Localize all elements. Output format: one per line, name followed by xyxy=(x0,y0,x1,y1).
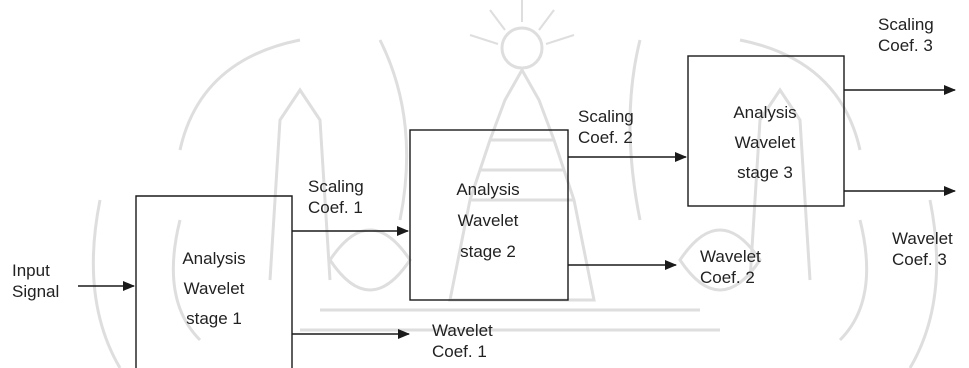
scaling2-line1: Scaling xyxy=(578,107,634,126)
scaling3-line1: Scaling xyxy=(878,15,934,34)
scaling3-line2: Coef. 3 xyxy=(878,36,933,55)
input-label-line1: Input xyxy=(12,261,50,280)
stage3-line3: stage 3 xyxy=(737,163,793,182)
stage3-line1: Analysis xyxy=(733,103,797,122)
wavelet2-line2: Coef. 2 xyxy=(700,268,755,287)
stage1-line3: stage 1 xyxy=(186,309,242,328)
stage1-line1: Analysis xyxy=(182,249,246,268)
wavelet1-line2: Coef. 1 xyxy=(432,342,487,361)
scaling1-line2: Coef. 1 xyxy=(308,198,363,217)
stage2-line2: Wavelet xyxy=(457,211,519,230)
stage1-box xyxy=(135,195,293,368)
wavelet2-line1: Wavelet xyxy=(700,247,761,266)
stage2-line3: stage 2 xyxy=(460,242,516,261)
stage3-label: Analysis Wavelet stage 3 xyxy=(733,98,796,188)
stage2-label: Analysis Wavelet stage 2 xyxy=(456,174,519,267)
scaling3-label: Scaling Coef. 3 xyxy=(878,14,934,56)
stage3-line2: Wavelet xyxy=(734,133,796,152)
stage2-line1: Analysis xyxy=(456,180,520,199)
scaling2-line2: Coef. 2 xyxy=(578,128,633,147)
wavelet2-label: Wavelet Coef. 2 xyxy=(700,246,761,288)
stage2-box xyxy=(409,129,569,301)
wavelet3-label: Wavelet Coef. 3 xyxy=(892,228,953,270)
stage3-box xyxy=(687,55,845,207)
scaling2-label: Scaling Coef. 2 xyxy=(578,106,634,148)
stage1-line2: Wavelet xyxy=(183,279,245,298)
wavelet1-line1: Wavelet xyxy=(432,321,493,340)
input-label: Input Signal xyxy=(12,260,59,302)
input-label-line2: Signal xyxy=(12,282,60,301)
stage1-label: Analysis Wavelet stage 1 xyxy=(182,244,245,334)
wavelet3-line2: Coef. 3 xyxy=(892,250,947,269)
wavelet1-label: Wavelet Coef. 1 xyxy=(432,320,493,362)
wavelet3-line1: Wavelet xyxy=(892,229,953,248)
scaling1-line1: Scaling xyxy=(308,177,364,196)
scaling1-label: Scaling Coef. 1 xyxy=(308,176,364,218)
